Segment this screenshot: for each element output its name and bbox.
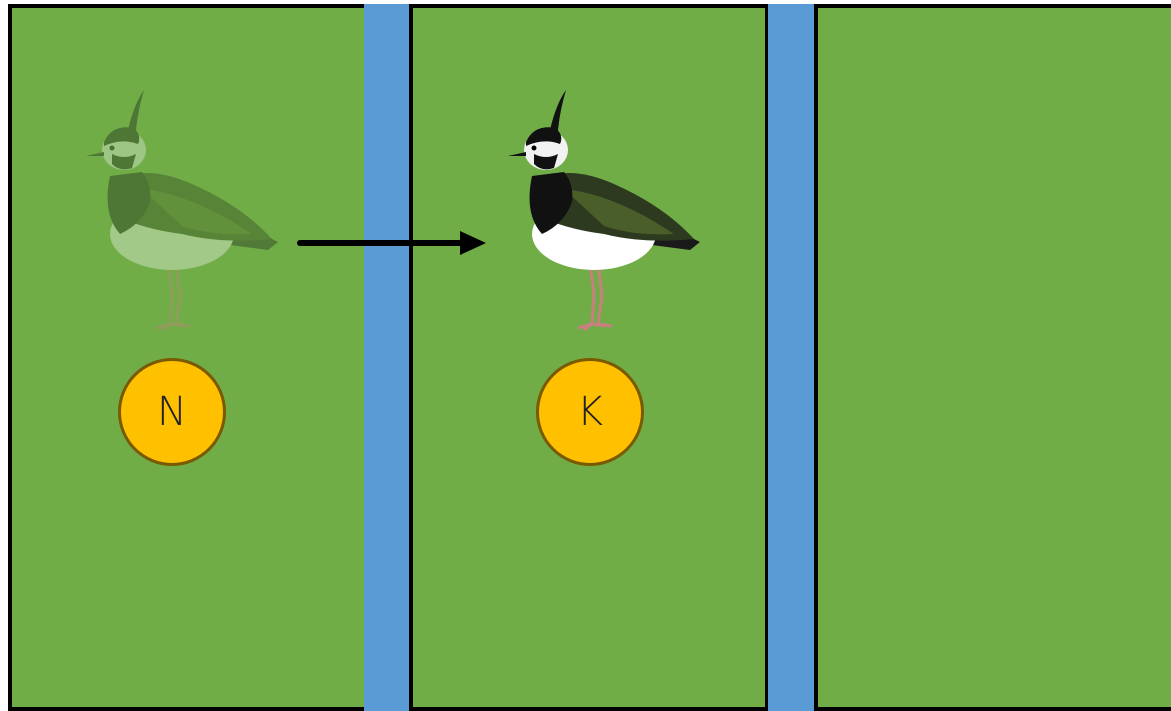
ditch-1 <box>364 4 412 711</box>
ditch-2 <box>768 4 816 711</box>
field-2 <box>409 4 769 711</box>
field-1 <box>8 4 368 711</box>
badge-k: K <box>536 358 644 466</box>
badge-n: N <box>118 358 226 466</box>
field-3 <box>814 4 1171 711</box>
lapwing-icon <box>508 90 700 332</box>
right-arrow-icon <box>297 231 486 255</box>
lapwing-icon <box>86 90 278 332</box>
